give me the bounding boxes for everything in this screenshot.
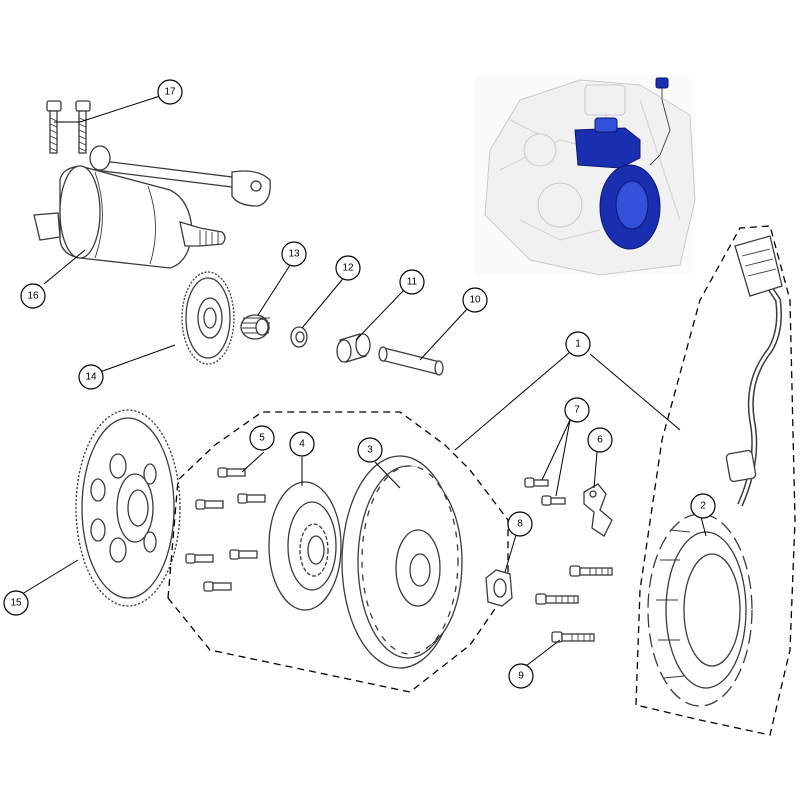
- needle-bearing-13: [240, 314, 270, 340]
- callout-3-label: 3: [367, 445, 373, 456]
- flywheel-rotor-3: [341, 455, 463, 669]
- callout-5: 5: [249, 425, 275, 451]
- callout-16-label: 16: [27, 291, 39, 302]
- screws-7: [524, 477, 566, 506]
- callout-9-label: 9: [518, 671, 524, 682]
- bolt-pair-17: [46, 100, 91, 154]
- callout-6-label: 6: [597, 435, 603, 446]
- idler-gear-14: [181, 271, 235, 365]
- callout-13: 13: [281, 241, 307, 267]
- callout-10-label: 10: [469, 295, 481, 306]
- callout-8-label: 8: [517, 519, 523, 530]
- callout-13-label: 13: [288, 249, 300, 260]
- callout-12: 12: [335, 255, 361, 281]
- callout-4: 4: [289, 431, 315, 457]
- callout-3: 3: [357, 437, 383, 463]
- one-way-clutch-4: [268, 481, 342, 611]
- callout-14-label: 14: [85, 372, 97, 383]
- callout-9: 9: [508, 663, 534, 689]
- callout-10: 10: [462, 287, 488, 313]
- starter-gear-15: [75, 409, 181, 607]
- nut-8: [485, 569, 513, 607]
- starter-motor-16: [33, 145, 271, 269]
- callout-12-label: 12: [342, 263, 354, 274]
- callout-7: 7: [564, 397, 590, 423]
- callout-17-label: 17: [164, 87, 176, 98]
- callout-17: 17: [157, 79, 183, 105]
- engine-location-inset: [475, 75, 696, 276]
- shaft-10: [378, 346, 444, 376]
- callout-2: 2: [690, 493, 716, 519]
- callout-8: 8: [507, 511, 533, 537]
- callout-5-label: 5: [259, 433, 265, 444]
- bolts-5: [185, 467, 266, 592]
- callout-6: 6: [587, 427, 613, 453]
- leader-lines: [21, 95, 707, 667]
- clamp-6: [583, 483, 613, 537]
- callout-15-label: 15: [10, 598, 22, 609]
- callout-14: 14: [78, 364, 104, 390]
- callout-16: 16: [20, 283, 46, 309]
- callout-1: 1: [565, 331, 591, 357]
- inset-starter-highlight: [574, 127, 641, 169]
- bolts-9: [535, 565, 613, 643]
- bushing-11: [336, 333, 371, 363]
- assembly-boundary: [167, 225, 796, 736]
- callout-11-label: 11: [407, 277, 418, 288]
- callout-15: 15: [3, 590, 29, 616]
- callout-11: 11: [399, 269, 425, 295]
- washer-12: [290, 326, 308, 348]
- callout-2-label: 2: [700, 501, 706, 512]
- callout-7-label: 7: [574, 405, 580, 416]
- callout-1-label: 1: [575, 339, 581, 350]
- callout-4-label: 4: [299, 439, 305, 450]
- stator-2: [647, 235, 783, 707]
